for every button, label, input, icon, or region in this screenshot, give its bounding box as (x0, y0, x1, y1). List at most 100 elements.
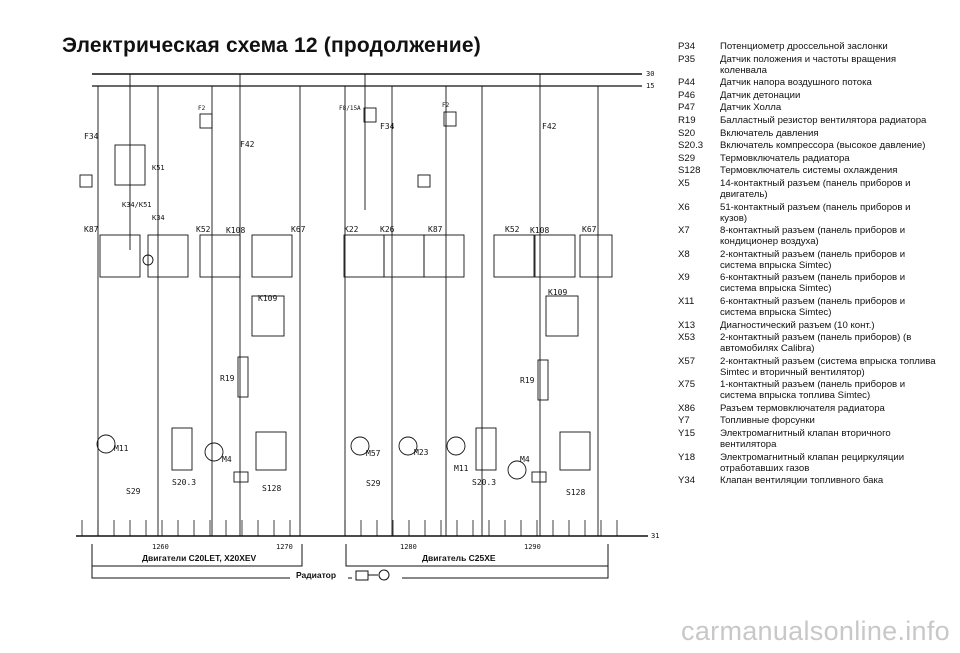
right-relay-k67: K67 (582, 225, 597, 234)
left-m4: M4 (222, 455, 232, 464)
legend-code: R19 (678, 114, 696, 126)
legend-code: X11 (678, 295, 695, 307)
radiator-label: Радиатор (296, 570, 336, 580)
left-relay-k109: K109 (258, 294, 277, 303)
legend-code: Y15 (678, 428, 696, 440)
left-s29: S29 (126, 487, 141, 496)
legend-code: X8 (678, 248, 690, 260)
right-m11: M11 (454, 464, 469, 473)
rail-30-label: 30 (646, 70, 654, 78)
left-relay-k67: K67 (291, 225, 306, 234)
legend-row: X9 6-контактный разъем (панель приборов и… (678, 272, 938, 294)
legend-description: 2-контактный разъем (система впрыска топ… (720, 355, 936, 378)
left-block: F34 F2 F42 K51 K34 K34/K51 K87 K52 K108 … (79, 74, 306, 551)
left-fuse-f42: F42 (240, 140, 255, 149)
right-fuse-f815a: F8/15A (339, 105, 361, 112)
page-title: Электрическая схема 12 (продолжение) (62, 34, 481, 57)
right-fuse-f42: F42 (542, 122, 557, 131)
right-fuse-f34: F34 (380, 122, 395, 131)
legend-description: Топливные форсунки (720, 415, 815, 427)
right-relay-k26: K26 (380, 225, 395, 234)
legend-code: P44 (678, 77, 696, 89)
rail-31-label: 31 (651, 532, 659, 540)
left-relay-k51: K51 (152, 164, 165, 172)
legend-description: Датчик положения и частоты вращения коле… (720, 53, 897, 76)
legend-row: X5 14-контактный разъем (панель приборов … (678, 178, 938, 200)
legend-code: X7 (678, 225, 690, 237)
legend-code: X53 (678, 332, 696, 344)
right-s203: S20.3 (472, 478, 496, 487)
legend-description: Балластный резистор вентилятора радиатор… (720, 114, 927, 126)
right-relay-k22: K22 (344, 225, 359, 234)
legend-row: X8 2-контактный разъем (панель приборов и… (678, 249, 938, 271)
legend-row: Y18 Электромагнитный клапан рециркуляции … (678, 452, 938, 474)
legend-description: 2-контактный разъем (панель приборов) (в… (720, 332, 912, 355)
right-engine-label: Двигатель C25XE (422, 553, 496, 563)
left-ground-1270: 1270 (276, 543, 293, 551)
right-relay-k87: K87 (428, 225, 443, 234)
legend-code: P35 (678, 53, 696, 65)
legend-row: P44 Датчик напора воздушного потока (678, 77, 938, 88)
legend-code: P34 (678, 41, 696, 52)
right-fuse-f2: F2 (442, 102, 450, 109)
legend-code: P46 (678, 89, 696, 101)
legend-description: Датчик напора воздушного потока (720, 77, 872, 89)
legend-code: X9 (678, 272, 690, 284)
left-m11: M11 (114, 444, 129, 453)
left-relay-k87: K87 (84, 225, 99, 234)
right-ground-1290: 1290 (524, 543, 541, 551)
legend-description: 14-контактный разъем (панель приборов и … (720, 177, 911, 200)
right-s29: S29 (366, 479, 381, 488)
legend-row: X13 Диагностический разъем (10 конт.) (678, 320, 938, 331)
right-ground-1280: 1280 (400, 543, 417, 551)
legend-description: Разъем термовключателя радиатора (720, 402, 885, 414)
left-relay-k52: K52 (196, 225, 211, 234)
legend-description: 51-контактный разъем (панель приборов и … (720, 201, 911, 224)
ground-ticks (81, 520, 618, 536)
right-block: F8/15A F34 F2 F42 K22 K26 K87 K52 K108 K… (339, 74, 613, 551)
right-m4: M4 (520, 455, 530, 464)
legend-description: Электромагнитный клапан рециркуляции отр… (720, 451, 905, 474)
legend-row: P35 Датчик положения и частоты вращения к… (678, 54, 938, 76)
right-relay-k108: K108 (530, 226, 549, 235)
legend-row: R19 Балластный резистор вентилятора радиа… (678, 115, 938, 126)
legend-description: 2-контактный разъем (панель приборов и с… (720, 248, 906, 271)
right-relay-k109: K109 (548, 288, 567, 297)
left-engine-label: Двигатели C20LET, X20XEV (142, 553, 257, 563)
legend-row: P34 Потенциометр дроссельной заслонки (678, 41, 938, 52)
legend-description: Потенциометр дроссельной заслонки (720, 41, 888, 52)
legend-code: P47 (678, 102, 696, 114)
legend-row: P47 Датчик Холла (678, 102, 938, 113)
legend-description: Клапан вентиляции топливного бака (720, 475, 884, 487)
left-relay-k34k51: K34/K51 (122, 201, 152, 209)
legend-description: 6-контактный разъем (панель приборов и с… (720, 272, 906, 295)
legend-row: X75 1-контактный разъем (панель приборов … (678, 379, 938, 401)
right-r19: R19 (520, 376, 535, 385)
legend-code: S20.3 (678, 140, 704, 152)
legend-code: S20 (678, 127, 696, 139)
right-m57: M57 (366, 449, 381, 458)
right-m23: M23 (414, 448, 429, 457)
legend-description: Диагностический разъем (10 конт.) (720, 319, 875, 331)
legend-description: 1-контактный разъем (панель приборов и с… (720, 379, 906, 402)
legend-code: X5 (678, 177, 690, 189)
legend-code: Y18 (678, 451, 696, 463)
legend-code: X75 (678, 379, 696, 391)
legend-code: X13 (678, 319, 696, 331)
right-relay-k52: K52 (505, 225, 520, 234)
legend-description: 6-контактный разъем (панель приборов и с… (720, 295, 906, 318)
legend-description: Датчик Холла (720, 102, 782, 114)
rail-15-label: 15 (646, 82, 654, 90)
legend-row: X53 2-контактный разъем (панель приборов)… (678, 332, 938, 354)
legend-description: Электромагнитный клапан вторичного венти… (720, 428, 891, 451)
